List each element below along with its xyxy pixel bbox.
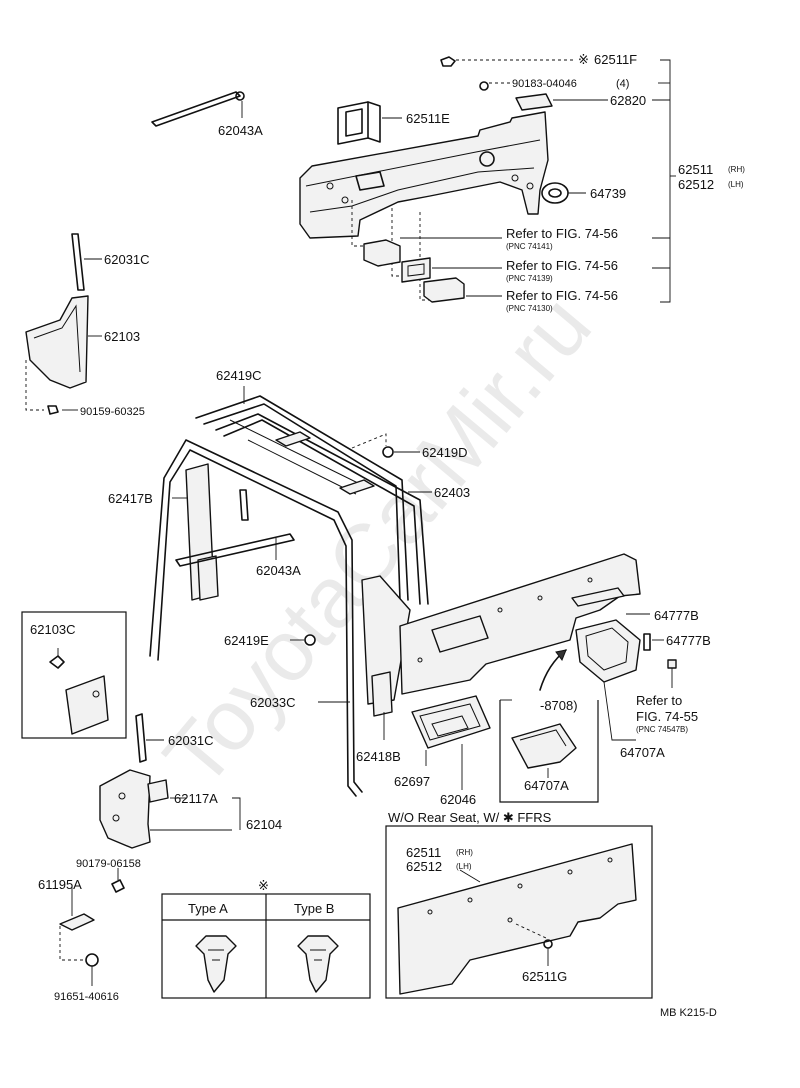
bracket-62117a: [147, 779, 169, 803]
label-62511f: 62511F: [594, 52, 637, 67]
label-90183-qty: (4): [616, 78, 629, 90]
bracket-61195a: [59, 913, 95, 931]
label-64707a-inset: 64707A: [524, 778, 569, 793]
lamp-housing-64707a: [575, 619, 641, 683]
clip-62511f: [440, 56, 456, 67]
screw-90183: [479, 81, 489, 91]
label-62820: 62820: [610, 93, 646, 108]
bow-62403: [215, 413, 429, 605]
label-91651: 91651-40616: [54, 991, 119, 1003]
wo-rear-seat-box: [385, 825, 653, 999]
bow-62419c: [195, 395, 409, 601]
label-62419d: 62419D: [422, 445, 468, 460]
label-62031c-top: 62031C: [104, 252, 150, 267]
ref-74139: Refer to FIG. 74-56: [506, 258, 618, 273]
cover-62103-group: [25, 233, 102, 415]
cover-62104-group: [59, 713, 241, 986]
clip-type-a-label: Type A: [188, 901, 228, 916]
rod-62043a-top: [151, 91, 245, 127]
label-62103: 62103: [104, 329, 140, 344]
wo-rear-seat-title: W/O Rear Seat, W/ ✱ FFRS: [388, 810, 552, 825]
clip-types-mark: ※: [258, 878, 269, 893]
label-62043a-mid: 62043A: [256, 563, 301, 578]
clip-type-a-icon: [195, 935, 237, 993]
clip-type-b-label: Type B: [294, 901, 334, 916]
screw-90179: [111, 879, 125, 893]
lamp-part-74141: [363, 239, 401, 267]
screw-90159: [47, 405, 59, 415]
label-61195a: 61195A: [38, 877, 82, 892]
label-62403: 62403: [434, 485, 470, 500]
label-90179: 90179-06158: [76, 858, 141, 870]
lamp-part-74139: [401, 257, 431, 283]
label-62419c: 62419C: [216, 368, 262, 383]
label-62511-b-rh: (RH): [456, 848, 473, 857]
label-62043a-top: 62043A: [218, 123, 263, 138]
roll-bar-frame: [149, 386, 432, 797]
label-62117a: 62117A: [174, 791, 218, 806]
strap-62031c: [71, 233, 85, 291]
labels: ※ 62511F 90183-04046 (4) 62820 62511E 62…: [30, 52, 745, 1019]
label-62511: 62511: [678, 162, 713, 177]
label-62512-lh: (LH): [728, 180, 744, 189]
clip-62419d: [382, 446, 394, 458]
cover-62820: [515, 93, 553, 111]
label-64707a: 64707A: [620, 745, 665, 760]
label-62512-b: 62512: [406, 859, 442, 874]
label-62033c: 62033C: [250, 695, 296, 710]
label-62417b: 62417B: [108, 491, 153, 506]
label-62511e: 62511E: [406, 111, 450, 126]
label-62512-b-lh: (LH): [456, 862, 472, 871]
label-90183: 90183-04046: [512, 78, 577, 90]
cover-62103: [25, 295, 89, 389]
inset-64707a: [499, 699, 599, 803]
trim-panel-62511: [299, 111, 549, 239]
rod-62043a-mid: [175, 533, 295, 567]
label-64777b-a: 64777B: [654, 608, 699, 623]
watermark: ToyotaCarMir.ru: [146, 278, 610, 805]
ref-74130-pnc: (PNC 74130): [506, 304, 553, 313]
ref-74547b-line1: Refer to: [636, 693, 682, 708]
bolt-91651: [85, 953, 99, 967]
inset-62103c: [21, 611, 127, 739]
grommet-64739: [541, 182, 569, 204]
diagram-code: MB K215-D: [660, 1007, 717, 1019]
ref-74139-pnc: (PNC 74139): [506, 274, 553, 283]
label-62419e: 62419E: [224, 633, 269, 648]
hoop-62417b: [149, 439, 363, 793]
label-62697: 62697: [394, 774, 430, 789]
rear-trim-panel-group: [299, 56, 676, 303]
clip-types-box: [161, 893, 371, 999]
ref-74547b-line2: FIG. 74-55: [636, 709, 698, 724]
label-62511f-mark: ※: [578, 52, 589, 67]
label-62031c-bottom: 62031C: [168, 733, 214, 748]
ref-74130: Refer to FIG. 74-56: [506, 288, 618, 303]
holder-62511e: [337, 101, 369, 145]
lamp-part-74130: [423, 277, 465, 303]
inner-panel-group: [399, 553, 677, 790]
label-62511g: 62511G: [522, 969, 567, 984]
inner-panel: [399, 553, 641, 695]
lamp-lens-62697: [411, 695, 491, 749]
ref-74141-pnc: (PNC 74141): [506, 242, 553, 251]
ref-74547b-pnc: (PNC 74547B): [636, 725, 688, 734]
cover-62104: [99, 769, 151, 849]
label-62512: 62512: [678, 177, 714, 192]
trim-panel-ffrs: [397, 843, 637, 995]
label-62104: 62104: [246, 817, 282, 832]
label-62511-b: 62511: [406, 845, 441, 860]
strap-62031c-bottom: [135, 713, 147, 763]
clip-type-b-icon: [297, 935, 339, 993]
label-62046: 62046: [440, 792, 476, 807]
label-8708: -8708): [540, 698, 578, 713]
label-62511-rh: (RH): [728, 165, 745, 174]
label-90159: 90159-60325: [80, 406, 145, 418]
label-64739: 64739: [590, 186, 626, 201]
clip-62419e: [304, 634, 316, 646]
ref-74141: Refer to FIG. 74-56: [506, 226, 618, 241]
label-62103c: 62103C: [30, 622, 76, 637]
label-62418b: 62418B: [356, 749, 401, 764]
label-64777b-b: 64777B: [666, 633, 711, 648]
